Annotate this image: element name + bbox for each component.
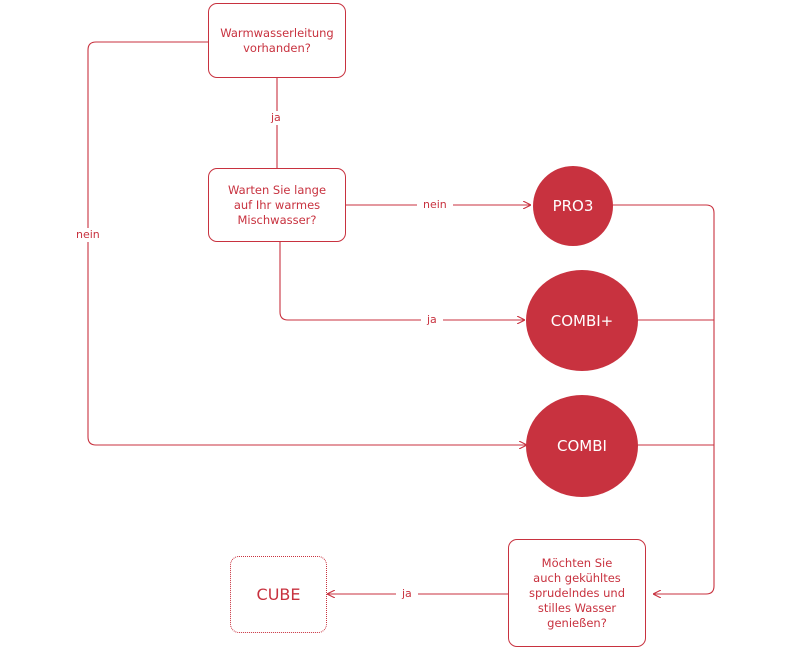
product-combi-text: COMBI bbox=[557, 437, 607, 455]
product-pro3-text: PRO3 bbox=[552, 197, 594, 215]
decision-warten: Warten Sie lange auf Ihr warmes Mischwas… bbox=[208, 168, 346, 242]
label-nein-combi: nein bbox=[70, 228, 106, 242]
label-ja-warten: ja bbox=[265, 111, 287, 125]
edge-warten-combiplus bbox=[279, 242, 524, 320]
label-ja-combiplus: ja bbox=[421, 313, 443, 327]
decision-warmwasserleitung: Warmwasserleitung vorhanden? bbox=[208, 3, 346, 78]
decision-gekuehltes-wasser-text: Möchten Sie auch gekühltes sprudelndes u… bbox=[528, 555, 626, 630]
label-ja-cube: ja bbox=[396, 587, 418, 601]
product-cube: CUBE bbox=[230, 556, 327, 633]
decision-gekuehltes-wasser: Möchten Sie auch gekühltes sprudelndes u… bbox=[508, 539, 646, 647]
edge-warmwasser-combi bbox=[87, 41, 526, 445]
product-combi-plus-text: COMBI+ bbox=[550, 311, 614, 330]
product-pro3: PRO3 bbox=[533, 166, 613, 246]
product-combi-plus: COMBI+ bbox=[526, 270, 638, 371]
decision-warmwasserleitung-text: Warmwasserleitung vorhanden? bbox=[220, 25, 334, 55]
label-nein-pro3: nein bbox=[417, 198, 453, 212]
decision-warten-text: Warten Sie lange auf Ihr warmes Mischwas… bbox=[227, 182, 327, 227]
edge-pro3-collector bbox=[612, 204, 715, 594]
product-cube-text: CUBE bbox=[256, 585, 301, 604]
product-combi: COMBI bbox=[526, 395, 638, 497]
